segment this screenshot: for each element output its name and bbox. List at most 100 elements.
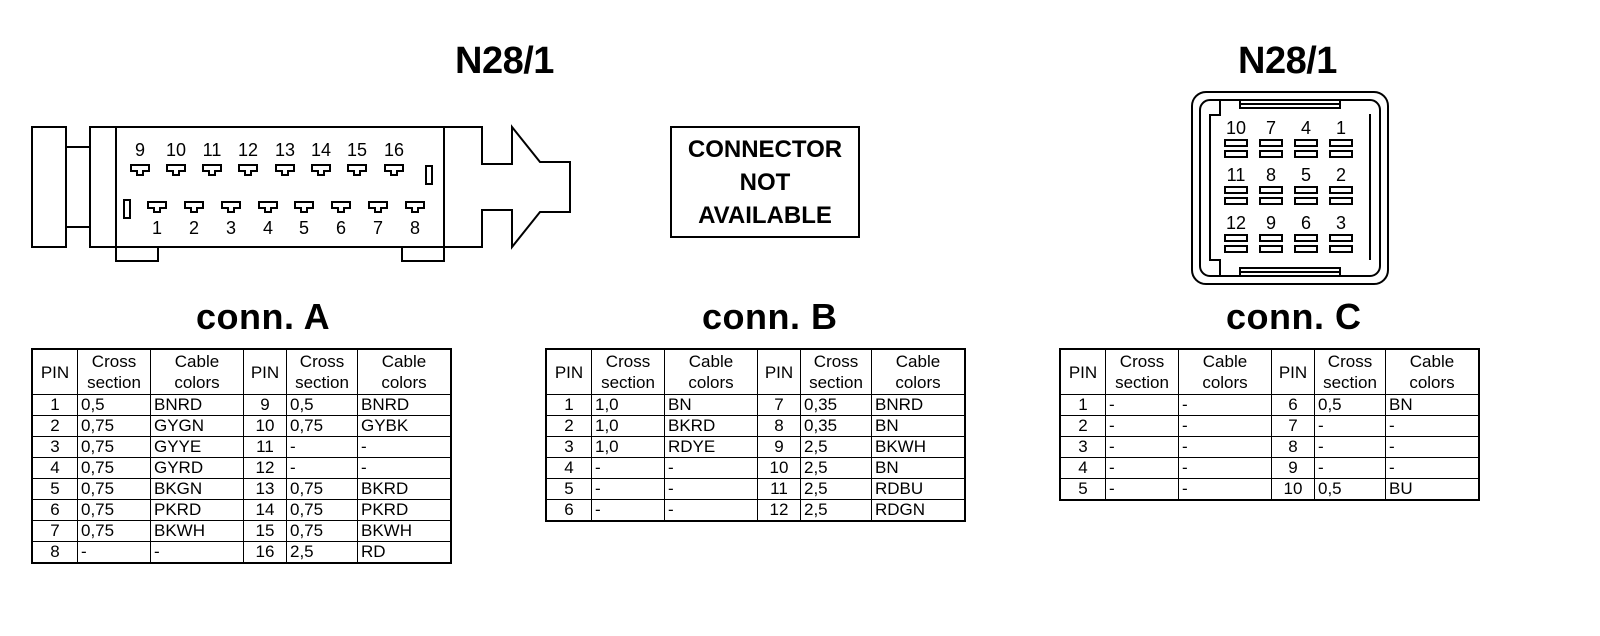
table-cell: - [591,457,665,479]
table-cell: 7 [1271,415,1315,437]
pin-label: 2 [1336,165,1346,185]
table-cell: 8 [1271,436,1315,458]
pin-slot-bottom [331,201,351,213]
table-cell: 0,75 [77,520,151,542]
table-cell: 0,75 [77,436,151,458]
key-marker [123,199,131,219]
pin-slot-lower [1259,150,1283,158]
table-cell: 16 [243,541,287,564]
table-cell: 1,0 [591,436,665,458]
pin-label: 5 [1301,165,1311,185]
table-cell: - [1178,457,1272,479]
pin-slot-bottom [294,201,314,213]
pin-label: 11 [1227,165,1246,185]
table-cell: 0,5 [1314,478,1386,501]
table-cell: 0,35 [800,394,872,416]
pin-slot-lower [1294,150,1318,158]
pin-slot-bottom [368,201,388,213]
table-cell: BNRD [357,394,452,416]
table-cell: 4 [31,457,78,479]
table-cell: 0,5 [77,394,151,416]
pin-label-bottom: 2 [189,218,199,238]
table-cell: BKRD [664,415,758,437]
table-cell: 6 [31,499,78,521]
table-cell: - [591,478,665,500]
table-cell: GYYE [150,436,244,458]
pin-label: 10 [1226,118,1246,138]
pin-slot-top [347,164,367,176]
table-cell: 1 [1059,394,1106,416]
column-header: PIN [243,348,287,395]
table-cell: 0,75 [77,478,151,500]
table-cell: 4 [1059,457,1106,479]
table-cell: 0,75 [77,499,151,521]
table-cell: 9 [757,436,801,458]
table-cell: 13 [243,478,287,500]
table-cell: 12 [757,499,801,522]
pin-slot-bottom [147,201,167,213]
table-cell: 3 [545,436,592,458]
table-cell: - [1178,394,1272,416]
pin-slot [1259,186,1283,194]
pin-slot-lower [1294,197,1318,205]
table-cell: 9 [243,394,287,416]
table-cell: GYGN [150,415,244,437]
table-cell: 0,75 [77,457,151,479]
table-cell: 11 [243,436,287,458]
table-cell: - [1314,457,1386,479]
pin-label: 4 [1301,118,1311,138]
table-cell: BN [871,457,966,479]
table-cell: - [664,499,758,522]
pin-label: 1 [1336,118,1346,138]
pin-slot-top [202,164,222,176]
conn-c-title: conn. C [1226,296,1362,337]
pin-label-bottom: 7 [373,218,383,238]
table-cell: 5 [31,478,78,500]
table-cell: GYRD [150,457,244,479]
table-cell: - [1385,415,1480,437]
pin-label-top: 12 [238,140,258,160]
table-cell: 1,0 [591,394,665,416]
table-cell: 10 [243,415,287,437]
pin-slot [1224,234,1248,242]
table-cell: BKGN [150,478,244,500]
pin-slot-top [275,164,295,176]
pin-label: 3 [1336,213,1346,233]
table-cell: - [150,541,244,564]
table-row: 2--7-- [1059,415,1480,437]
table-cell: 5 [1059,478,1106,501]
table-cell: 15 [243,520,287,542]
pin-slot [1329,139,1353,147]
table-cell: - [1314,436,1386,458]
pin-slot-lower [1224,245,1248,253]
table-cell: BNRD [150,394,244,416]
table-cell: 14 [243,499,287,521]
connector-c-label: N28/1 [1238,40,1337,82]
table-cell: 7 [757,394,801,416]
table-cell: 6 [545,499,592,522]
table-cell: 2,5 [800,436,872,458]
pin-label-bottom: 8 [410,218,420,238]
table-cell: 7 [31,520,78,542]
table-cell: 8 [757,415,801,437]
pin-label-bottom: 6 [336,218,346,238]
pin-label: 8 [1266,165,1276,185]
pin-slot-lower [1329,197,1353,205]
table-cell: 2 [1059,415,1106,437]
not-available-line-1: CONNECTOR [687,135,843,163]
